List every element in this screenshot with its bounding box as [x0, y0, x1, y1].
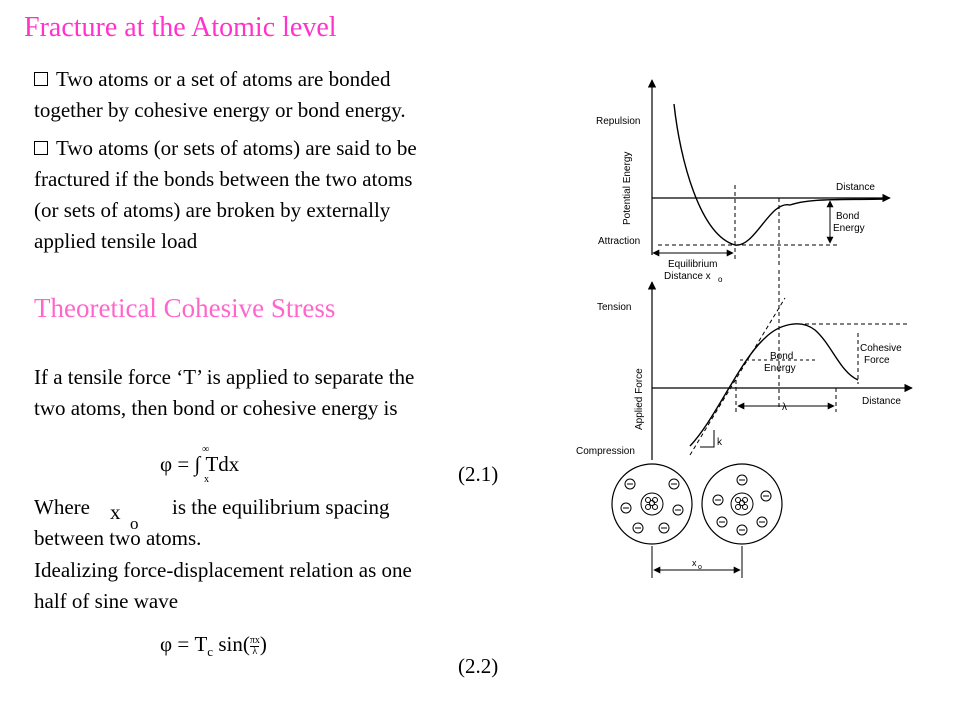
pe-axis-label: Potential Energy: [622, 152, 633, 225]
checkbox-bullet-icon: [34, 72, 48, 86]
bullet-1: Two atoms or a set of atoms are bonded t…: [34, 64, 406, 126]
intro-paragraph: If a tensile force ‘T’ is applied to sep…: [34, 365, 415, 420]
af-cohesive-label-2: Force: [864, 355, 890, 366]
applied-force-diagram: Tension Compression Applied Force Distan…: [576, 270, 913, 460]
pe-attraction-label: Attraction: [598, 236, 640, 247]
bullet-2-line-4: applied tensile load: [34, 229, 198, 253]
af-bond-label-2: Energy: [764, 363, 796, 374]
af-distance-label: Distance: [862, 396, 901, 407]
equilibrium-label-sub: o: [718, 275, 723, 284]
equation-2-2-number: (2.2): [458, 654, 499, 678]
section-subtitle: Theoretical Cohesive Stress: [34, 293, 336, 323]
bullet-2-line-2: fractured if the bonds between the two a…: [34, 167, 413, 191]
bullet-2: Two atoms (or sets of atoms) are said to…: [34, 133, 417, 257]
af-cohesive-label-1: Cohesive: [860, 343, 902, 354]
atom-left: [611, 463, 693, 545]
potential-energy-curve: [673, 103, 887, 246]
spacing-label-sub: o: [698, 564, 702, 571]
integral-lower-limit: x: [204, 474, 209, 485]
where-line: Where: [34, 495, 90, 519]
force-curve: [689, 323, 859, 447]
k-label: k: [717, 437, 723, 448]
where-rest: is the equilibrium spacing: [172, 495, 390, 519]
slide-title: Fracture at the Atomic level: [24, 12, 337, 43]
atoms-diagram: x o: [611, 463, 783, 578]
integral-upper-limit: ∞: [202, 444, 210, 455]
where-line-2: between two atoms.: [34, 526, 202, 550]
symbol-x-sub: o: [130, 514, 139, 533]
spacing-label: x: [692, 558, 697, 568]
bullet-2-line-1: Two atoms (or sets of atoms) are said to…: [34, 133, 417, 164]
slope-triangle: [700, 430, 715, 448]
af-tension-label: Tension: [597, 302, 631, 313]
pe-distance-label: Distance: [836, 182, 875, 193]
af-bond-label-1: Bond: [770, 351, 793, 362]
af-compression-label: Compression: [576, 446, 635, 457]
symbol-x: x: [110, 500, 121, 524]
pe-bond-label-2: Energy: [833, 223, 865, 234]
equation-2-1: φ = ∫ Tdx ∞ x: [160, 444, 240, 485]
potential-energy-diagram: Repulsion Attraction Potential Energy Di…: [596, 79, 891, 284]
bullet-1-line-1: Two atoms or a set of atoms are bonded: [34, 64, 406, 95]
bullet-1-line-2: together by cohesive energy or bond ener…: [34, 98, 406, 122]
atom-right: [701, 463, 783, 545]
atomic-fracture-diagram: Repulsion Attraction Potential Energy Di…: [576, 79, 913, 578]
bullet-2-line-3: (or sets of atoms) are broken by externa…: [34, 198, 391, 222]
pe-bond-label-1: Bond: [836, 211, 859, 222]
tangent-dash: [689, 297, 786, 456]
equilibrium-label-2: Distance x: [664, 271, 711, 282]
equation-2-1-number: (2.1): [458, 462, 499, 486]
equilibrium-label-1: Equilibrium: [668, 259, 717, 270]
pe-repulsion-label: Repulsion: [596, 116, 640, 127]
af-axis-label: Applied Force: [634, 368, 645, 430]
checkbox-bullet-icon: [34, 141, 48, 155]
idealize-paragraph: Idealizing force-displacement relation a…: [34, 558, 412, 613]
lambda-label: λ: [782, 402, 787, 413]
